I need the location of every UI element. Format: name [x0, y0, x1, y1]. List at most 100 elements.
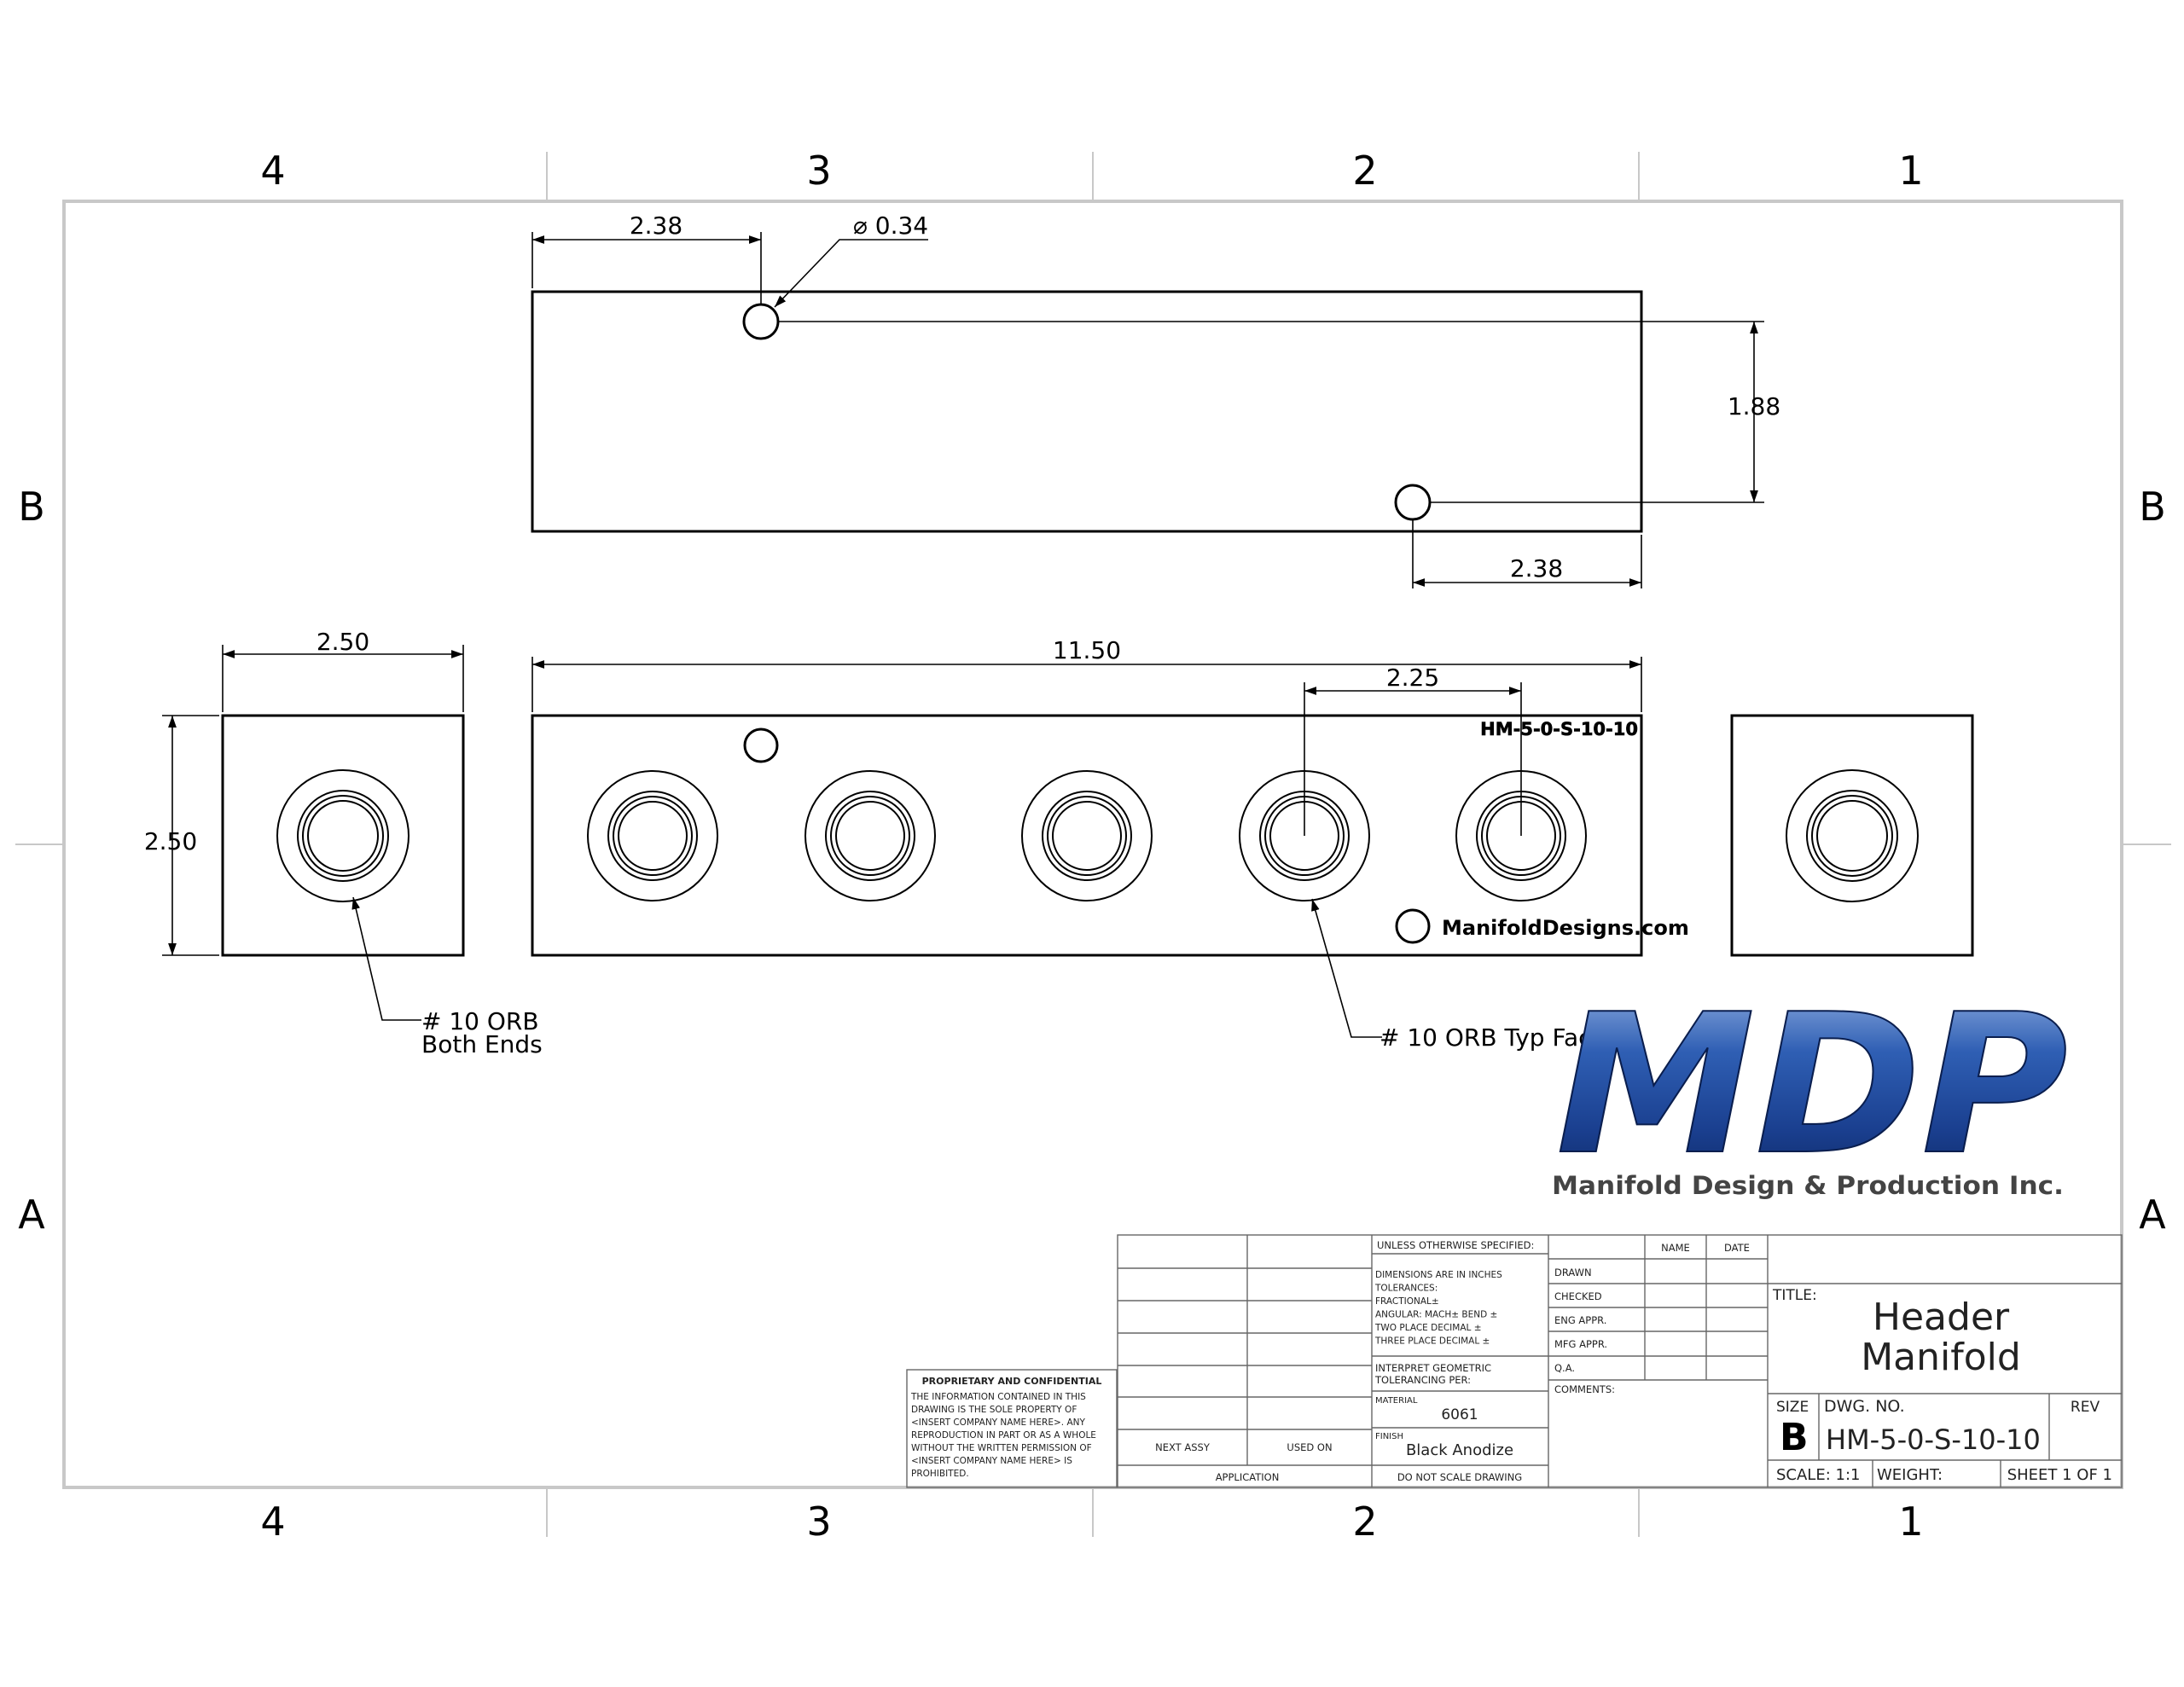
dim-bottom-right: 2.38 [1510, 554, 1563, 583]
dim-end-width: 2.50 [317, 628, 369, 656]
approval-checked: CHECKED [1554, 1290, 1602, 1302]
tolerance-line-4: ANGULAR: MACH± BEND ± [1375, 1310, 1497, 1320]
zone-row-right-a: A [2139, 1191, 2166, 1238]
front-view [531, 714, 1643, 957]
tolerance-line-6: THREE PLACE DECIMAL ± [1374, 1336, 1490, 1347]
zone-col-top-2: 2 [1352, 148, 1377, 194]
zone-row-left-a: A [18, 1191, 45, 1238]
note-orb-both-ends-1: # 10 ORB [421, 1007, 539, 1035]
front-port-1-mid [607, 791, 698, 881]
mdp-logo: MDP Manifold Design & Production Inc. [1552, 972, 2069, 1200]
zone-col-top-1: 1 [1898, 148, 1923, 194]
tolerance-line-2: TOLERANCES: [1374, 1284, 1438, 1294]
title-label: TITLE: [1772, 1287, 1817, 1304]
dim-vertical-offset: 1.88 [1728, 392, 1780, 420]
dim-end-height: 2.50 [144, 827, 197, 855]
front-pin-hole-bottom [1395, 908, 1431, 944]
dwg-no-value: HM-5-0-S-10-10 [1826, 1423, 2041, 1456]
left-port-outer [276, 769, 410, 902]
zone-col-top-3: 3 [806, 148, 831, 194]
zone-col-bottom-2: 2 [1352, 1499, 1377, 1545]
proprietary-line-6: <INSERT COMPANY NAME HERE> IS [911, 1456, 1072, 1466]
tolerance-line-3: FRACTIONAL± [1375, 1296, 1439, 1307]
front-port-1-outer [587, 770, 718, 901]
front-port-3-mid [1042, 791, 1132, 881]
comments-label: COMMENTS: [1554, 1383, 1615, 1395]
left-end-outline [221, 714, 465, 957]
front-port-1-inner [618, 801, 688, 871]
right-port-mid [1806, 790, 1898, 882]
dim-hole-diameter: ⌀ 0.34 [853, 212, 928, 240]
approval-drawn: DRAWN [1554, 1267, 1592, 1278]
dim-overall-length: 11.50 [1053, 636, 1121, 664]
top-view-outline [531, 290, 1643, 533]
proprietary-line-2: DRAWING IS THE SOLE PROPERTY OF [911, 1405, 1077, 1415]
zone-col-top-4: 4 [260, 148, 285, 194]
front-port-2-inner [835, 801, 905, 871]
approval-qa: Q.A. [1554, 1362, 1575, 1374]
date-header: DATE [1724, 1242, 1750, 1254]
dim-port-spacing: 2.25 [1386, 664, 1439, 692]
dim-top-left: 2.38 [630, 212, 682, 240]
proprietary-line-3: <INSERT COMPANY NAME HERE>. ANY [911, 1417, 1085, 1428]
sheet-label: SHEET 1 OF 1 [2007, 1466, 2112, 1484]
front-port-3-inner [1052, 801, 1122, 871]
name-header: NAME [1661, 1242, 1690, 1254]
weight-label: WEIGHT: [1877, 1466, 1943, 1484]
title-block [906, 1234, 2123, 1488]
interpret-line-1: INTERPRET GEOMETRIC [1375, 1362, 1491, 1374]
zone-col-bottom-3: 3 [806, 1499, 831, 1545]
zone-col-bottom-4: 4 [260, 1499, 285, 1545]
top-hole-left [742, 303, 780, 340]
left-port-inner [307, 800, 379, 872]
right-port-ring [1811, 795, 1893, 877]
proprietary-line-1: THE INFORMATION CONTAINED IN THIS [910, 1392, 1086, 1402]
port-group [587, 770, 1587, 901]
left-end-view [221, 714, 465, 957]
next-assy-label: NEXT ASSY [1155, 1441, 1211, 1453]
application-label: APPLICATION [1216, 1471, 1280, 1483]
proprietary-line-7: PROHIBITED. [911, 1469, 969, 1479]
proprietary-body: THE INFORMATION CONTAINED IN THIS DRAWING… [910, 1392, 1096, 1479]
used-on-label: USED ON [1287, 1441, 1332, 1453]
part-mark-engraving: HM-5-0-S-10-10 [1480, 719, 1638, 739]
size-label: SIZE [1776, 1399, 1809, 1416]
approval-eng: ENG APPR. [1554, 1314, 1606, 1326]
front-pin-hole-top [743, 728, 779, 763]
tolerance-line-5: TWO PLACE DECIMAL ± [1374, 1323, 1482, 1333]
dwg-no-label: DWG. NO. [1824, 1397, 1905, 1416]
size-value: B [1780, 1416, 1809, 1459]
material-value: 6061 [1441, 1406, 1478, 1423]
title-line-2: Manifold [1861, 1336, 2021, 1379]
front-port-1-ring [613, 796, 693, 876]
proprietary-line-5: WITHOUT THE WRITTEN PERMISSION OF [911, 1443, 1092, 1453]
note-orb-both-ends-2: Both Ends [421, 1030, 543, 1058]
zone-row-right-b: B [2139, 484, 2166, 530]
right-end-outline [1730, 714, 1974, 957]
finish-label: FINISH [1375, 1432, 1403, 1441]
mdp-logo-company: Manifold Design & Production Inc. [1552, 1171, 2064, 1200]
unless-specified: UNLESS OTHERWISE SPECIFIED: [1377, 1239, 1534, 1251]
zone-row-left-b: B [18, 484, 45, 530]
approval-mfg: MFG APPR. [1554, 1338, 1607, 1350]
front-port-2-ring [830, 796, 910, 876]
finish-value: Black Anodize [1406, 1441, 1513, 1459]
right-port-inner [1816, 800, 1888, 872]
mdp-logo-letters: MDP [1556, 973, 2068, 1197]
left-port-ring [302, 795, 384, 877]
interpret-line-2: TOLERANCING PER: [1374, 1374, 1471, 1386]
note-orb-typ-face: # 10 ORB Typ Face [1380, 1023, 1606, 1052]
zone-col-bottom-1: 1 [1898, 1499, 1923, 1545]
proprietary-title: PROPRIETARY AND CONFIDENTIAL [922, 1376, 1102, 1387]
rev-label: REV [2071, 1399, 2100, 1416]
proprietary-line-4: REPRODUCTION IN PART OR AS A WHOLE [911, 1430, 1096, 1441]
front-view-outline [531, 714, 1643, 957]
right-end-view [1730, 714, 1974, 957]
left-port-mid [297, 790, 389, 882]
front-port-3-ring [1047, 796, 1127, 876]
front-port-2-outer [804, 770, 936, 901]
brand-mark-engraving: ManifoldDesigns.com [1442, 916, 1689, 940]
do-not-scale: DO NOT SCALE DRAWING [1397, 1471, 1522, 1483]
front-port-2-mid [825, 791, 915, 881]
